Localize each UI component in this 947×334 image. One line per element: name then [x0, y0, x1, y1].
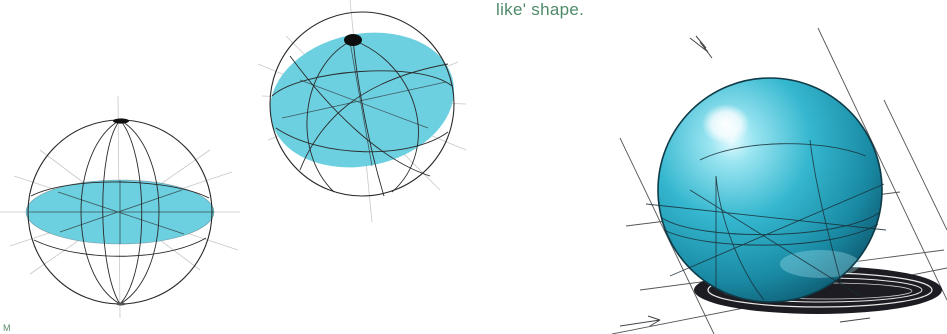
wireframe-sphere-tilted-ellipse — [257, 0, 466, 222]
svg-text:M: M — [3, 323, 11, 333]
shaded-sphere-with-cast-shadow — [612, 28, 947, 334]
wireframe-sphere-horizontal-ellipse: M — [0, 96, 240, 333]
